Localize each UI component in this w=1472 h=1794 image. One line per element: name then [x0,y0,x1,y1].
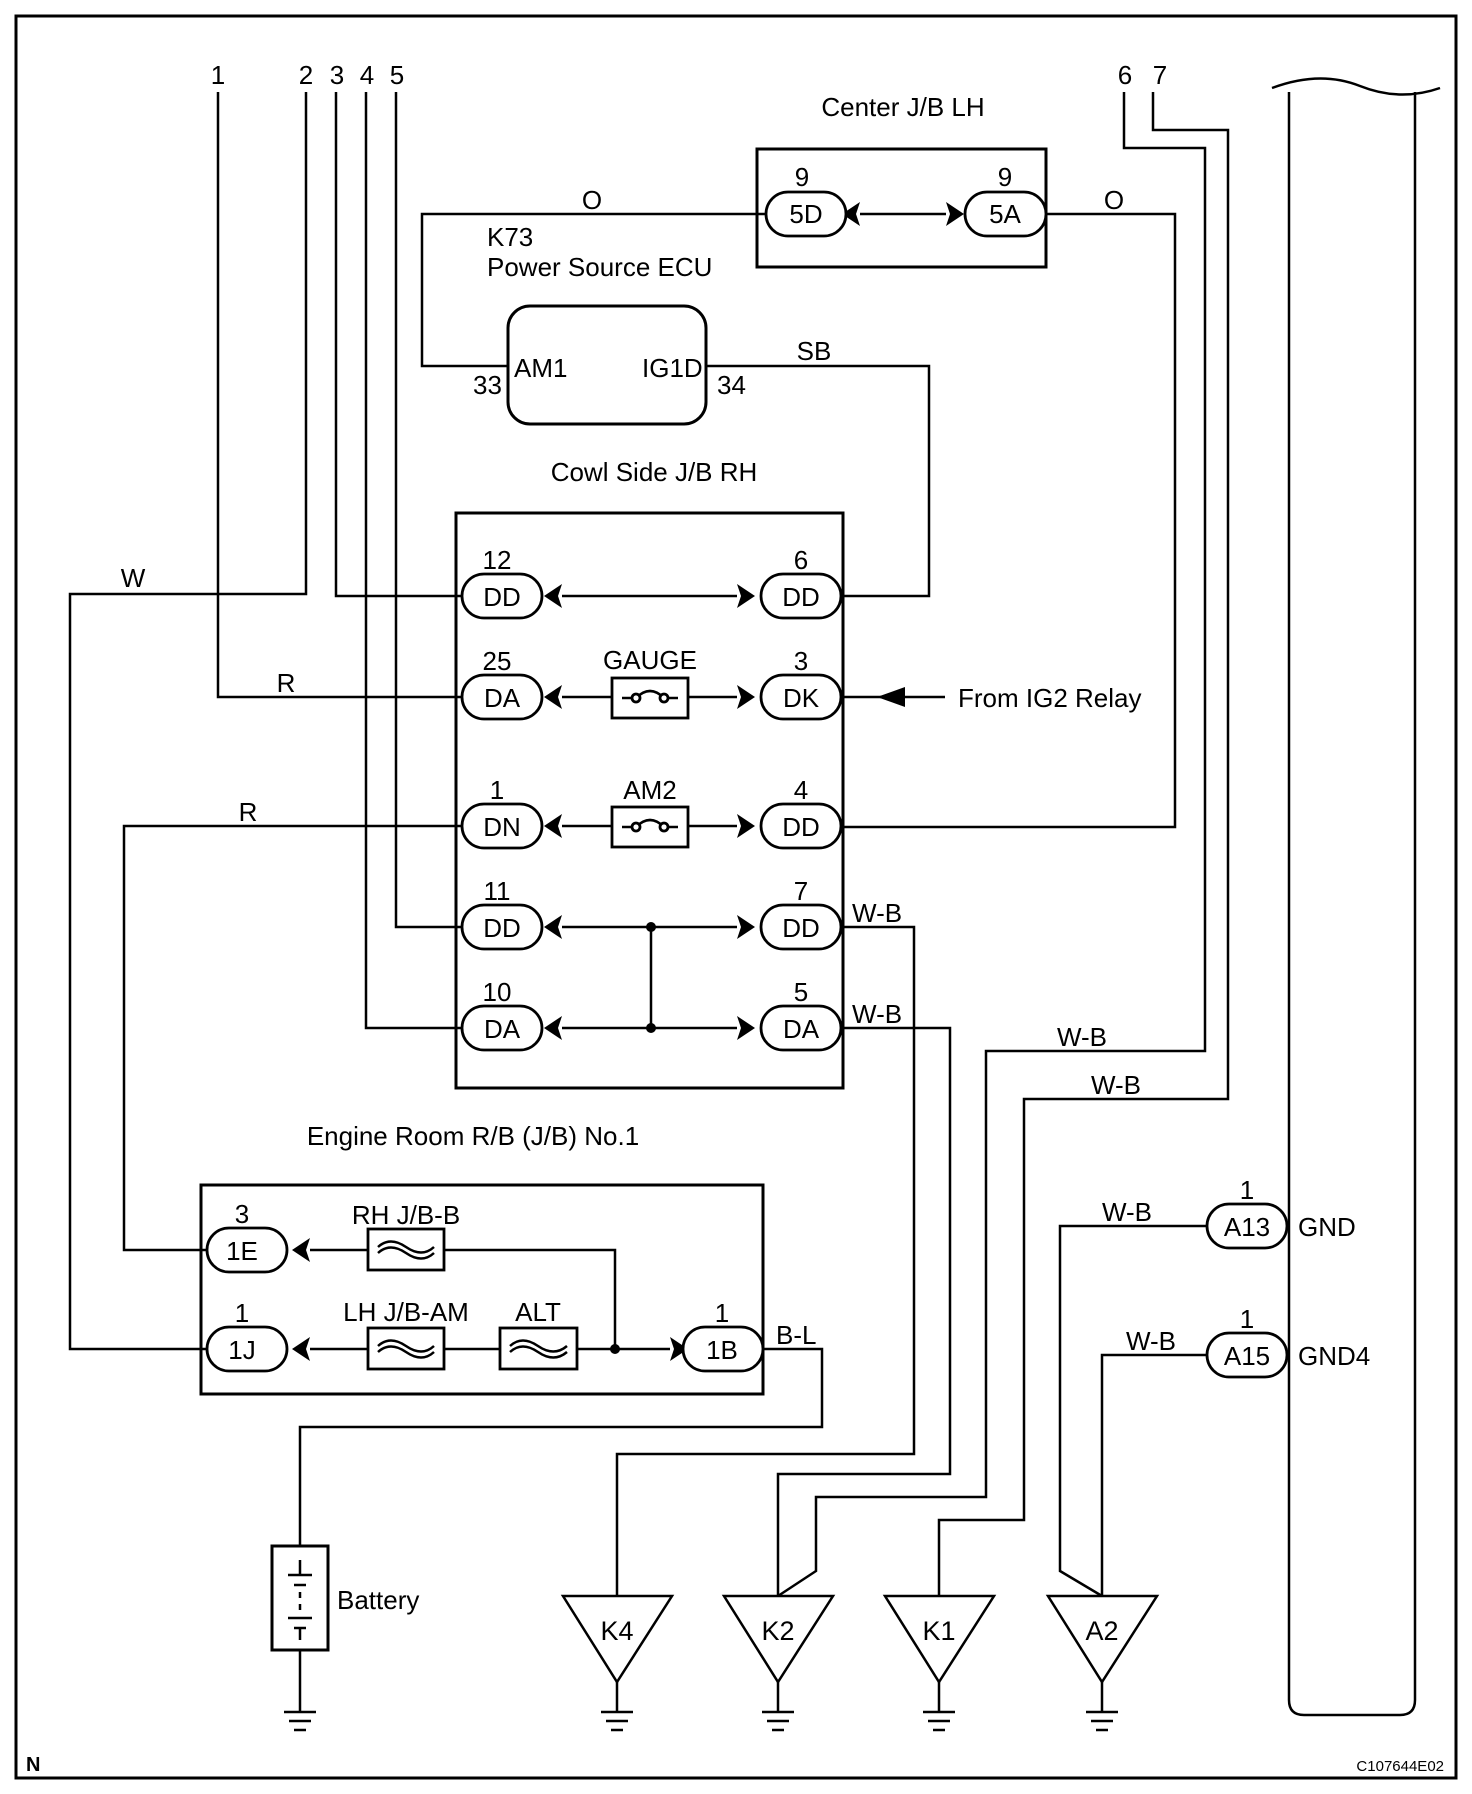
wire-number-7: 7 [1153,60,1167,90]
wire-number-3: 3 [330,60,344,90]
wire-color-r-gauge: R [277,668,296,698]
engine-rb-title: Engine Room R/B (J/B) No.1 [307,1121,639,1151]
gnd-pin-a13: 1 [1240,1175,1254,1205]
ecu-connector-body [1271,77,1441,1717]
ground-a2: A2 [1085,1616,1118,1646]
battery-symbol [270,1544,330,1652]
rh-jb-b-fuse [366,1227,446,1272]
ground-k4: K4 [600,1616,633,1646]
ecu-pin-am1: AM1 [514,353,567,383]
alt-fuse-label: ALT [515,1297,561,1327]
cowl-pin-5: 5 [794,977,808,1007]
ig2-arrow [877,687,905,707]
wire-color-bl: B-L [776,1320,816,1350]
wire-color-wb-7b: W-B [1091,1070,1141,1100]
cjb-pin-left: 9 [795,162,809,192]
cowl-pin-25: 25 [483,646,512,676]
gnd-name-a15: GND4 [1298,1341,1370,1371]
cowl-jb-internal [544,584,755,1040]
wire-color-w: W [121,563,146,593]
ecu-code-label: K73 [487,222,533,252]
gnd-name-a13: GND [1298,1212,1356,1242]
cowl-pin-11: 11 [484,876,511,906]
eng-pin-1b: 1 [715,1298,729,1328]
cowl-pin-6: 6 [794,545,808,575]
wire-color-o-left: O [582,185,602,215]
am2-fuse [610,805,690,849]
wire-color-wb-5: W-B [852,999,902,1029]
cowl-code-6: DD [782,582,820,612]
cowl-jb-box [454,511,845,1090]
cowl-code-11: DD [483,913,521,943]
cowl-code-5: DA [783,1014,820,1044]
wire-color-r-am2: R [239,797,258,827]
rh-jb-b-fuse-label: RH J/B-B [352,1200,460,1230]
eng-code-1b: 1B [706,1335,738,1365]
cowl-pin-1: 1 [490,775,504,805]
gnd-pin-a15: 1 [1240,1304,1254,1334]
wire-number-5: 5 [390,60,404,90]
wire-number-4: 4 [360,60,374,90]
lh-jb-am-fuse-label: LH J/B-AM [343,1297,469,1327]
wire-color-o-right: O [1104,185,1124,215]
wire-color-wb-a13: W-B [1102,1197,1152,1227]
wire-number-6: 6 [1118,60,1132,90]
corner-n: N [26,1754,40,1776]
wire-color-wb-6: W-B [1057,1022,1107,1052]
wire-color-wb-a15: W-B [1126,1326,1176,1356]
ecu-pin-34: 34 [717,370,746,400]
wire-color-wb-7: W-B [852,898,902,928]
connector-ovals [205,190,1289,1379]
eng-pin-1e: 3 [235,1199,249,1229]
cowl-pin-12: 12 [483,545,512,575]
cjb-code-left: 5D [789,199,822,229]
cowl-pin-3: 3 [794,646,808,676]
cowl-code-12: DD [483,582,521,612]
ecu-pin-ig1d: IG1D [642,353,703,383]
cowl-jb-title: Cowl Side J/B RH [551,457,758,487]
figure-code: C107644E02 [1356,1758,1444,1775]
lh-jb-am-fuse [366,1326,446,1371]
diagram-frame [14,14,1458,1780]
alt-fuse [498,1326,579,1371]
eng-pin-1j: 1 [235,1298,249,1328]
cowl-pin-10: 10 [483,977,512,1007]
cowl-code-1: DN [483,812,521,842]
eng-code-1e: 1E [226,1236,258,1266]
engine-rb-internal [292,1238,688,1361]
gnd-code-a15: A15 [1224,1341,1270,1371]
cowl-pin-4: 4 [794,775,808,805]
eng-code-1j: 1J [228,1335,255,1365]
gauge-fuse-label: GAUGE [603,645,697,675]
gauge-fuse [610,676,690,720]
battery-label: Battery [337,1585,419,1615]
cowl-code-3: DK [783,683,820,713]
wires [68,92,1230,1712]
cjb-code-right: 5A [989,199,1021,229]
center-jb-internal [842,202,964,226]
ground-k2: K2 [761,1616,794,1646]
ground-k1: K1 [922,1616,955,1646]
power-source-ecu-box [506,304,708,426]
cowl-code-7: DD [782,913,820,943]
engine-rb-box [199,1183,765,1396]
ground-symbols [284,1594,1160,1732]
gnd-code-a13: A13 [1224,1212,1270,1242]
cowl-code-4: DD [782,812,820,842]
ecu-pin-33: 33 [473,370,502,400]
am2-fuse-label: AM2 [623,775,676,805]
ecu-name-label: Power Source ECU [487,252,712,282]
wire-number-1: 1 [211,60,225,90]
cowl-code-10: DA [484,1014,521,1044]
cjb-pin-right: 9 [998,162,1012,192]
ig2-relay-note: From IG2 Relay [958,683,1142,713]
cowl-code-25: DA [484,683,521,713]
wire-number-2: 2 [299,60,313,90]
center-jb-title: Center J/B LH [821,92,984,122]
wire-color-sb: SB [797,336,832,366]
cowl-pin-7: 7 [794,876,808,906]
